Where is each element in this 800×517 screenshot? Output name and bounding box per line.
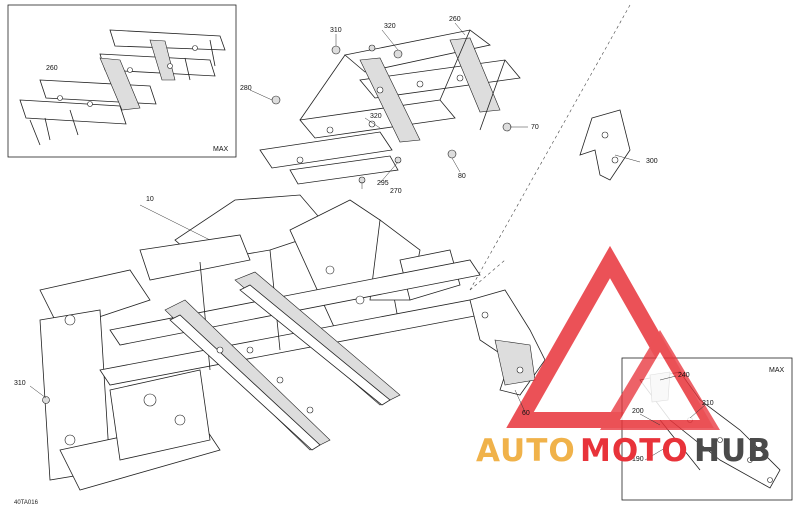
watermark-moto: MOTO <box>580 433 689 469</box>
callout-280: 280 <box>240 85 252 92</box>
callout-260: 260 <box>449 16 461 23</box>
callout-70: 70 <box>531 124 539 131</box>
inset-max-label-bottom: MAX <box>769 367 785 374</box>
callout-10: 10 <box>146 196 154 203</box>
bracket-300-drawing <box>579 109 631 181</box>
callout-300: 300 <box>646 158 658 165</box>
guide-line <box>469 4 631 291</box>
callout-270: 270 <box>390 188 402 195</box>
watermark-logo <box>506 245 720 430</box>
guide-line <box>469 259 506 291</box>
callout-320-mid: 320 <box>370 113 382 120</box>
callout-210: 210 <box>702 400 714 407</box>
callout-310-left: 310 <box>14 380 26 387</box>
callout-60: 60 <box>522 410 530 417</box>
callout-200: 200 <box>632 408 644 415</box>
watermark-text: AUTO MOTO HUB <box>476 436 796 470</box>
watermark-hub: HUB <box>694 433 772 469</box>
leader-lines <box>29 22 706 461</box>
drawing-code: 40TA016 <box>14 500 38 506</box>
watermark-auto: AUTO <box>476 433 576 469</box>
callout-190: 190 <box>632 456 644 463</box>
fastener-nut <box>42 396 50 404</box>
upper-frame-drawing <box>259 29 521 185</box>
bracket-60-drawing <box>469 289 546 396</box>
callout-295: 295 <box>377 180 389 187</box>
callout-240: 240 <box>678 372 690 379</box>
inset-upper-frame-drawing <box>19 29 226 146</box>
callout-260-inset: 260 <box>46 65 58 72</box>
inset-box-top-left <box>7 4 237 158</box>
callout-310-top: 310 <box>330 27 342 34</box>
main-frame-drawing <box>39 194 481 491</box>
inset-max-label-top: MAX <box>213 146 229 153</box>
callout-320-top: 320 <box>384 23 396 30</box>
callout-80: 80 <box>458 173 466 180</box>
